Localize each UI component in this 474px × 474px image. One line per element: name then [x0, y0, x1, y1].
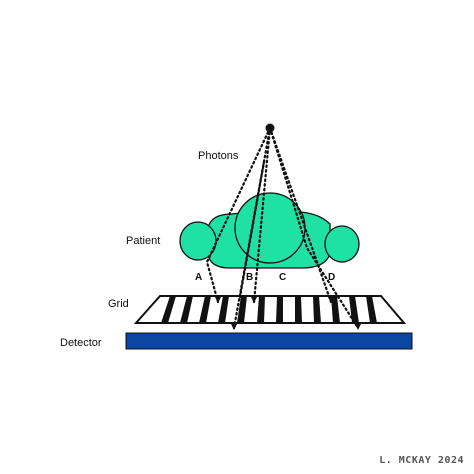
ray-a-path [205, 126, 272, 304]
ray-d-path [268, 126, 360, 330]
patient-label: Patient [126, 235, 161, 247]
grid-icon [133, 295, 407, 324]
grid-label: Grid [108, 298, 129, 310]
arrowhead-c [250, 296, 258, 303]
arrowhead-d [354, 323, 362, 330]
ray-label-c: C [279, 272, 287, 283]
author-credit: L. MCKAY 2024 [379, 455, 464, 466]
photons-label: Photons [198, 150, 239, 162]
ray-b-scatter-path [238, 160, 266, 299]
ray-label-d: D [328, 272, 336, 283]
arrowhead-a [214, 296, 222, 303]
ray-arrowheads [214, 296, 362, 330]
photon-rays [205, 126, 360, 330]
arrowhead-d-direct [327, 296, 335, 303]
ray-label-a: A [195, 272, 203, 283]
ray-d-direct-path [268, 126, 333, 304]
ray-c-path [252, 126, 272, 304]
arrowhead-b [230, 323, 238, 330]
patient-body-icon [179, 192, 360, 269]
ray-label-b: B [246, 272, 254, 283]
detector-plate-icon [125, 332, 413, 350]
detector-label: Detector [60, 337, 102, 349]
